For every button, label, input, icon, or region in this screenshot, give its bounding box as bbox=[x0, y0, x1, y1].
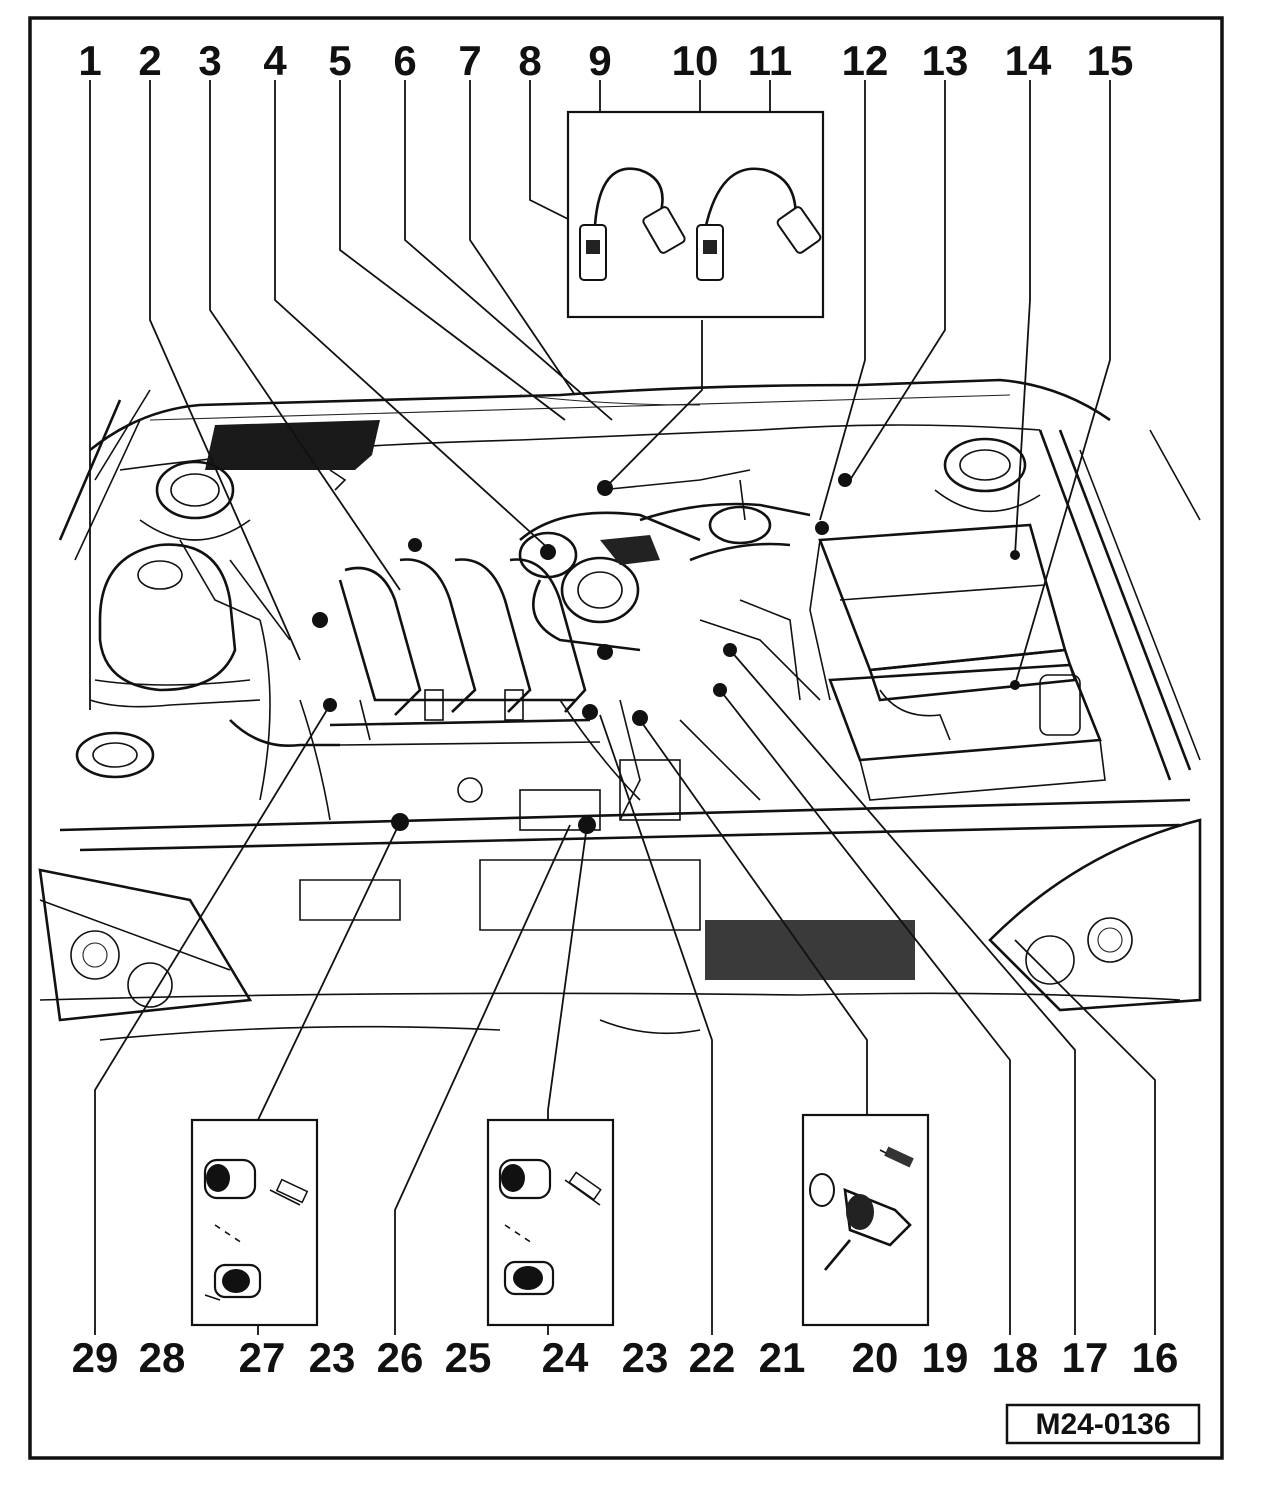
outer-frame bbox=[28, 16, 1224, 1460]
callout-top-3: 3 bbox=[198, 37, 221, 84]
right-headlamp bbox=[988, 818, 1202, 1012]
callout-bottom-26: 26 bbox=[377, 1334, 424, 1381]
callout-top-2: 2 bbox=[138, 37, 161, 84]
callout-top-15: 15 bbox=[1087, 37, 1134, 84]
callout-bottom-18: 18 bbox=[992, 1334, 1039, 1381]
callout-bottom-17: 17 bbox=[1062, 1334, 1109, 1381]
battery-tray bbox=[828, 663, 1106, 801]
callout-top-7: 7 bbox=[458, 37, 481, 84]
callout-bottom-25: 25 bbox=[445, 1334, 492, 1381]
inset-ignition-leads bbox=[566, 110, 825, 319]
throttle-body bbox=[518, 511, 701, 652]
callout-bottom-16: 16 bbox=[1132, 1334, 1179, 1381]
callout-bottom-22: 22 bbox=[689, 1334, 736, 1381]
callout-top-5: 5 bbox=[328, 37, 351, 84]
front-grille bbox=[705, 920, 915, 980]
right-strut-tower bbox=[934, 437, 1041, 513]
left-headlamp bbox=[38, 868, 253, 1022]
callout-top-4: 4 bbox=[263, 37, 287, 84]
engine-bay-drawing bbox=[38, 378, 1202, 1041]
left-strut-tower bbox=[139, 460, 251, 541]
callout-top-1: 1 bbox=[78, 37, 101, 84]
callout-bottom-23a: 23 bbox=[309, 1334, 356, 1381]
callout-bottom-20: 20 bbox=[852, 1334, 899, 1381]
callout-top-10: 10 bbox=[672, 37, 719, 84]
callout-bottom-23b: 23 bbox=[622, 1334, 669, 1381]
callout-top-8: 8 bbox=[518, 37, 541, 84]
callout-bottom-28: 28 bbox=[139, 1334, 186, 1381]
callout-bottom-27: 27 bbox=[239, 1334, 286, 1381]
callout-bottom-19: 19 bbox=[922, 1334, 969, 1381]
callout-bottom-29: 29 bbox=[72, 1334, 119, 1381]
battery-cover bbox=[205, 420, 380, 470]
callout-bottom-21: 21 bbox=[759, 1334, 806, 1381]
callout-top-9: 9 bbox=[588, 37, 611, 84]
reference-code-box: M24-0136 bbox=[1005, 1403, 1201, 1445]
bottom-callout-labels: 29 28 27 23 26 25 24 23 22 21 20 19 18 1… bbox=[72, 1334, 1179, 1381]
callout-top-13: 13 bbox=[922, 37, 969, 84]
inset-sensor-right bbox=[801, 1113, 930, 1327]
inset-sensor-left bbox=[190, 1118, 319, 1327]
callout-top-12: 12 bbox=[842, 37, 889, 84]
callout-top-6: 6 bbox=[393, 37, 416, 84]
coolant-reservoir bbox=[98, 543, 237, 692]
callout-top-14: 14 bbox=[1005, 37, 1052, 84]
top-callout-labels: 1 2 3 4 5 6 7 8 9 10 11 12 13 14 15 bbox=[78, 37, 1133, 84]
callout-bottom-24: 24 bbox=[542, 1334, 589, 1381]
inset-sensor-middle bbox=[486, 1118, 615, 1327]
intake-manifold bbox=[329, 558, 601, 746]
callout-top-11: 11 bbox=[748, 37, 792, 84]
reference-code: M24-0136 bbox=[1035, 1408, 1170, 1441]
